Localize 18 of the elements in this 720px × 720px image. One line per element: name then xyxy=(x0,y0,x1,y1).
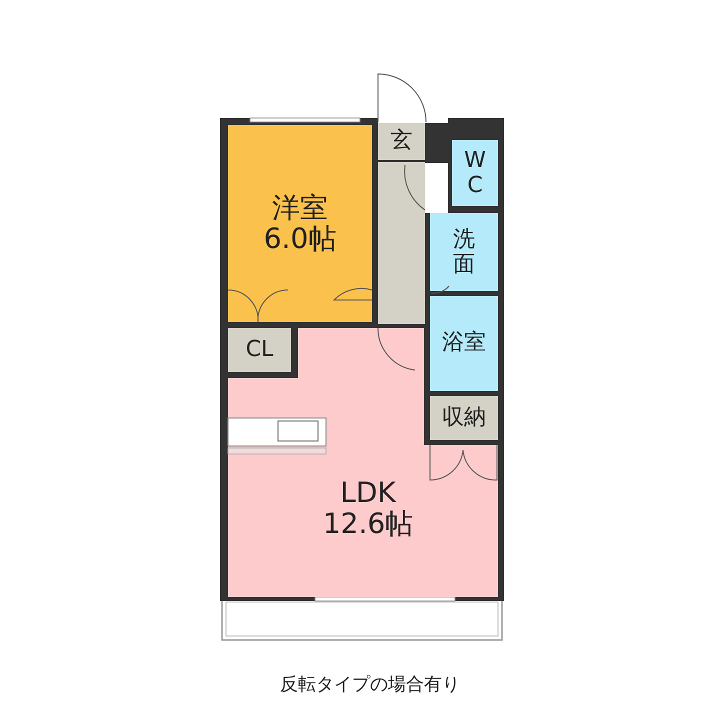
room xyxy=(378,123,425,160)
room-size: 6.0帖 xyxy=(264,224,336,254)
room-name: CL xyxy=(246,338,274,362)
room xyxy=(228,125,372,322)
room xyxy=(430,213,498,291)
room-size: 12.6帖 xyxy=(322,508,414,540)
room xyxy=(228,328,291,372)
room-name: WC xyxy=(464,148,486,198)
room xyxy=(430,396,498,440)
room-name: 洗面 xyxy=(453,226,475,278)
note-text: 反転タイプの場合有り xyxy=(279,673,461,696)
room-name: 玄 xyxy=(390,129,412,154)
room-name: 浴室 xyxy=(442,331,486,356)
room-name: 収納 xyxy=(442,406,486,430)
room-name: 洋室 xyxy=(272,192,328,224)
room xyxy=(430,296,498,391)
room xyxy=(452,140,498,206)
room-name: LDK xyxy=(340,478,396,509)
